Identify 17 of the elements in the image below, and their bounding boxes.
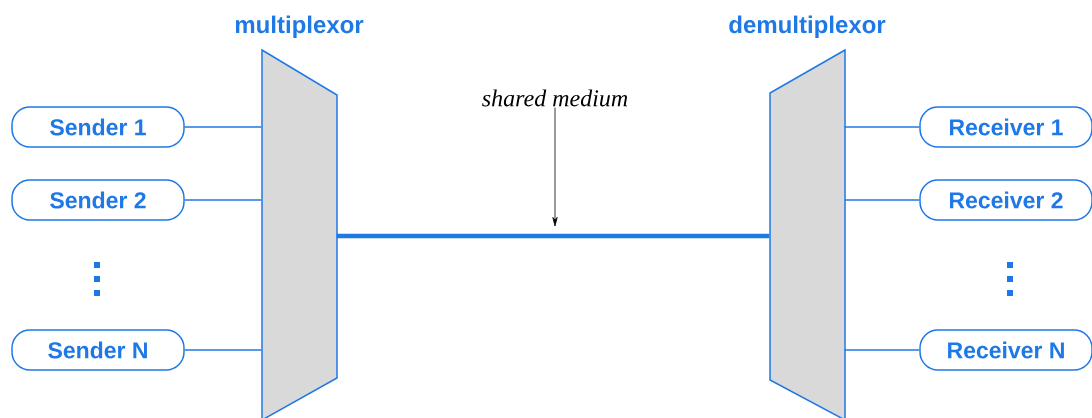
connector-line [336, 233, 770, 239]
heading: demultiplexor [729, 15, 886, 38]
rounded-box: Sender N [11, 329, 185, 371]
note-label: shared medium [482, 89, 628, 107]
connector-line [184, 126, 263, 128]
rounded-box: Receiver 2 [919, 179, 1092, 221]
rounded-box: Receiver N [919, 329, 1092, 371]
rounded-box: Sender 1 [11, 106, 185, 148]
leader-arrow [552, 107, 558, 227]
connector-line [843, 349, 920, 351]
connector-line [184, 199, 263, 201]
heading: multiplexor [235, 15, 364, 38]
connector-line [843, 126, 920, 128]
rounded-box: Sender 2 [11, 179, 185, 221]
rounded-box: Receiver 1 [919, 106, 1092, 148]
connector-line [184, 349, 263, 351]
connector-line [843, 199, 920, 201]
